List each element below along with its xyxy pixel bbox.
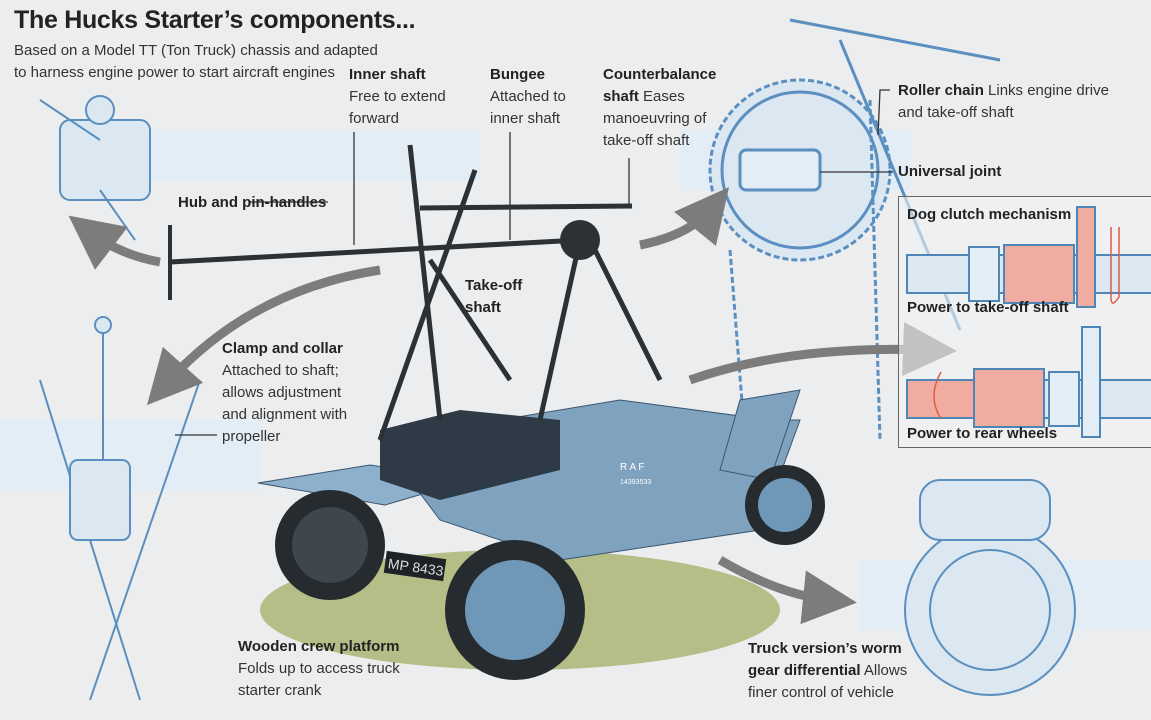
label-title: Clamp and collar bbox=[222, 340, 343, 357]
label-title: gear differential bbox=[748, 662, 861, 679]
dog-clutch-state-rear-wheels: Power to rear wheels bbox=[907, 425, 1058, 442]
serial-number: 14393533 bbox=[620, 479, 651, 486]
label-title: Inner shaft bbox=[349, 66, 426, 83]
label-desc: finer control of vehicle bbox=[748, 684, 894, 701]
roller-chain-drawing bbox=[680, 18, 1001, 441]
subtitle-line: to harness engine power to start aircraf… bbox=[14, 64, 336, 81]
dog-clutch-drawing bbox=[906, 206, 1151, 438]
worm-gear-drawing bbox=[860, 479, 1150, 696]
label-desc: Folds up to access truck bbox=[238, 660, 400, 677]
label-desc: and take-off shaft bbox=[898, 104, 1014, 121]
label-desc: allows adjustment bbox=[222, 384, 342, 401]
label-desc: Attached to bbox=[490, 88, 566, 105]
label-desc: propeller bbox=[222, 428, 281, 445]
dog-clutch-panel: Dog clutch mechanism Power to take-off s… bbox=[898, 196, 1151, 448]
page-title: The Hucks Starter’s components... bbox=[14, 6, 416, 34]
label-title: Roller chain bbox=[898, 82, 984, 99]
dog-clutch-state-takeoff: Power to take-off shaft bbox=[907, 299, 1069, 316]
label-title: Bungee bbox=[490, 66, 546, 83]
subtitle-line: Based on a Model TT (Ton Truck) chassis … bbox=[14, 42, 378, 59]
callout-arrows bbox=[68, 187, 957, 625]
leader-lines bbox=[175, 89, 893, 436]
label-desc: Eases bbox=[638, 88, 685, 105]
clamp-collar-drawing bbox=[0, 316, 260, 701]
label-desc: and alignment with bbox=[222, 406, 348, 423]
label-title: Take-off bbox=[465, 277, 523, 294]
label-desc: Links engine drive bbox=[983, 82, 1109, 99]
label-desc: Attached to shaft; bbox=[222, 362, 339, 379]
label-title: shaft bbox=[603, 88, 639, 105]
label-title: Wooden crew platform bbox=[238, 638, 400, 655]
label-desc: inner shaft bbox=[490, 110, 561, 127]
hub-pin-handles-drawing bbox=[39, 95, 480, 241]
license-plate: MP 8433 bbox=[387, 555, 445, 579]
truck-illustration: MP 8433 R A F 14393533 bbox=[168, 144, 825, 680]
side-marking: R A F bbox=[620, 462, 644, 473]
label-desc: forward bbox=[349, 110, 400, 127]
label-desc: manoeuvring of bbox=[603, 110, 707, 127]
label-title: Counterbalance bbox=[603, 66, 717, 83]
label-desc: starter crank bbox=[238, 682, 322, 699]
label-universal-joint: Universal joint bbox=[898, 163, 1002, 180]
label-title: Truck version’s worm bbox=[748, 640, 902, 657]
label-desc: Free to extend bbox=[349, 88, 446, 105]
dog-clutch-title: Dog clutch mechanism bbox=[907, 206, 1072, 223]
label-title: shaft bbox=[465, 299, 501, 316]
label-desc: Allows bbox=[860, 662, 908, 679]
label-desc: take-off shaft bbox=[603, 132, 690, 149]
label-hub-pin-handles: Hub and pin-handles bbox=[178, 194, 327, 211]
